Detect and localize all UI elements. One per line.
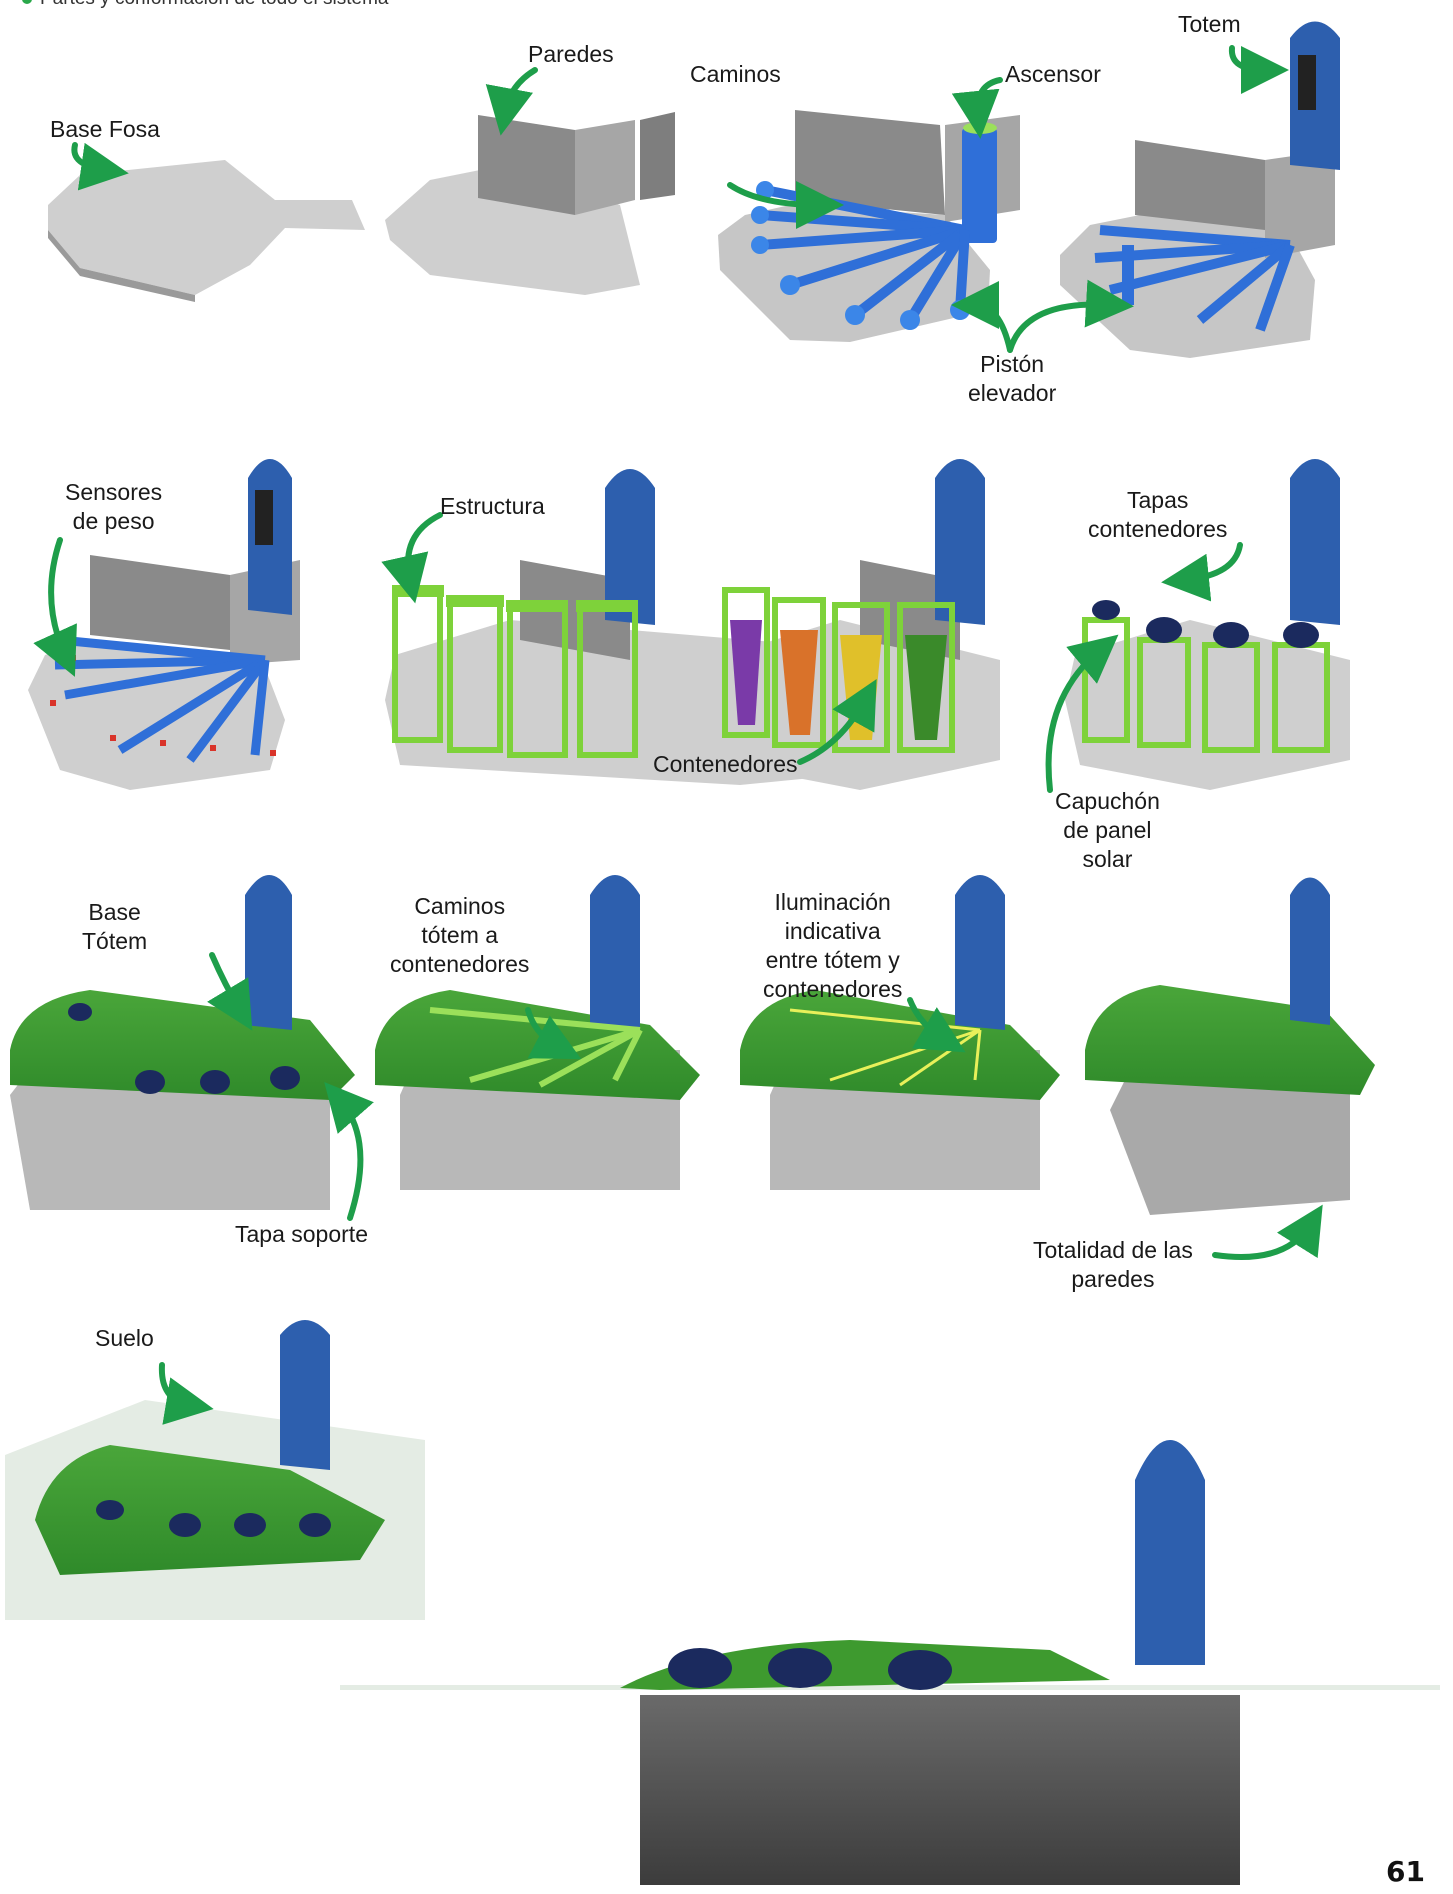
render-paredes bbox=[385, 112, 675, 295]
render-base-fosa bbox=[48, 160, 365, 302]
label-sensores-line2: de peso bbox=[65, 507, 162, 536]
label-estructura: Estructura bbox=[440, 492, 545, 521]
label-iluminacion: Iluminación indicativa entre tótem y con… bbox=[763, 888, 902, 1004]
label-base-fosa: Base Fosa bbox=[50, 115, 160, 144]
label-base-totem-line1: Base bbox=[82, 898, 147, 927]
label-capuchon-line1: Capuchón bbox=[1055, 787, 1160, 816]
arrow-paredes bbox=[505, 70, 535, 112]
arrow-ascensor bbox=[978, 80, 1000, 115]
label-iluminacion-line3: entre tótem y bbox=[763, 946, 902, 975]
render-paredes-totales bbox=[1085, 878, 1375, 1216]
label-capuchon-line3: solar bbox=[1055, 845, 1160, 874]
label-piston-line1: Pistón bbox=[968, 350, 1056, 379]
render-contenedores bbox=[715, 459, 1000, 790]
render-base-totem bbox=[10, 875, 355, 1210]
label-caminos: Caminos bbox=[690, 60, 781, 89]
arrow-tapas bbox=[1185, 545, 1240, 580]
label-paredes-totales: Totalidad de las paredes bbox=[1033, 1236, 1193, 1294]
label-tapa-soporte: Tapa soporte bbox=[235, 1220, 368, 1249]
label-piston-line2: elevador bbox=[968, 379, 1056, 408]
label-capuchon: Capuchón de panel solar bbox=[1055, 787, 1160, 874]
label-iluminacion-line2: indicativa bbox=[763, 917, 902, 946]
arrow-base-totem bbox=[212, 955, 240, 1010]
label-tapas-line2: contenedores bbox=[1088, 515, 1227, 544]
arrow-estructura bbox=[408, 515, 440, 580]
arrow-suelo bbox=[162, 1365, 190, 1405]
label-iluminacion-line4: contenedores bbox=[763, 975, 902, 1004]
label-caminos-totem: Caminos tótem a contenedores bbox=[390, 892, 529, 979]
render-vista-frontal bbox=[340, 1440, 1440, 1885]
label-totem: Totem bbox=[1178, 10, 1241, 39]
label-base-totem-line2: Tótem bbox=[82, 927, 147, 956]
label-paredes-totales-line2: paredes bbox=[1033, 1265, 1193, 1294]
label-suelo: Suelo bbox=[95, 1324, 154, 1353]
label-contenedores: Contenedores bbox=[653, 750, 798, 779]
label-base-totem: Base Tótem bbox=[82, 898, 147, 956]
label-ascensor: Ascensor bbox=[1005, 60, 1101, 89]
render-suelo bbox=[5, 1320, 425, 1620]
label-caminos-totem-line2: tótem a bbox=[390, 921, 529, 950]
label-capuchon-line2: de panel bbox=[1055, 816, 1160, 845]
arrow-base-fosa bbox=[74, 145, 105, 170]
page-number: 61 bbox=[1386, 1855, 1425, 1888]
label-iluminacion-line1: Iluminación bbox=[763, 888, 902, 917]
label-piston: Pistón elevador bbox=[968, 350, 1056, 408]
label-sensores: Sensores de peso bbox=[65, 478, 162, 536]
label-caminos-totem-line3: contenedores bbox=[390, 950, 529, 979]
arrow-tapa-soporte bbox=[340, 1100, 360, 1218]
label-paredes-totales-line1: Totalidad de las bbox=[1033, 1236, 1193, 1265]
label-caminos-totem-line1: Caminos bbox=[390, 892, 529, 921]
label-tapas-line1: Tapas bbox=[1088, 486, 1227, 515]
label-sensores-line1: Sensores bbox=[65, 478, 162, 507]
arrow-paredes-totales bbox=[1215, 1225, 1310, 1257]
label-tapas: Tapas contenedores bbox=[1088, 486, 1227, 544]
arrow-totem bbox=[1232, 48, 1265, 70]
label-paredes: Paredes bbox=[528, 40, 614, 69]
